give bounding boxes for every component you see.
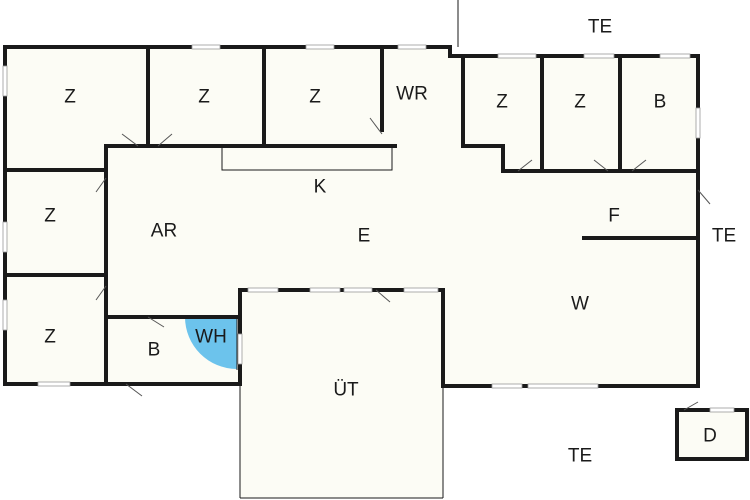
room-label-d: D (703, 426, 717, 447)
area-label-te-top: TE (588, 17, 612, 38)
windows (2, 44, 735, 413)
room-label-e: E (358, 226, 371, 247)
room-labels: Z Z Z WR Z Z B TE K Z AR E F TE W Z WH B… (44, 17, 736, 467)
walls (3, 45, 749, 461)
room-label-z3: Z (309, 87, 321, 108)
area-label-te-bottom: TE (568, 446, 592, 467)
room-label-z2: Z (198, 87, 210, 108)
room-label-wh: WH (195, 327, 227, 348)
room-label-ut: ÜT (333, 380, 359, 401)
doors (95, 117, 711, 411)
room-label-z1: Z (64, 87, 76, 108)
room-label-z5: Z (574, 92, 586, 113)
room-label-b1: B (654, 92, 667, 113)
area-label-te-right: TE (712, 226, 736, 247)
room-label-z4: Z (496, 92, 508, 113)
room-label-b2: B (148, 340, 161, 361)
room-label-f: F (608, 206, 620, 227)
room-label-z6: Z (44, 206, 56, 227)
room-label-k: K (314, 177, 327, 198)
shower-area (185, 317, 237, 369)
floor-fill (5, 47, 747, 498)
room-label-ar: AR (151, 221, 177, 242)
room-label-w: W (571, 294, 589, 315)
room-label-wr: WR (396, 84, 428, 105)
counter-lines (221, 0, 459, 499)
room-label-z7: Z (44, 327, 56, 348)
